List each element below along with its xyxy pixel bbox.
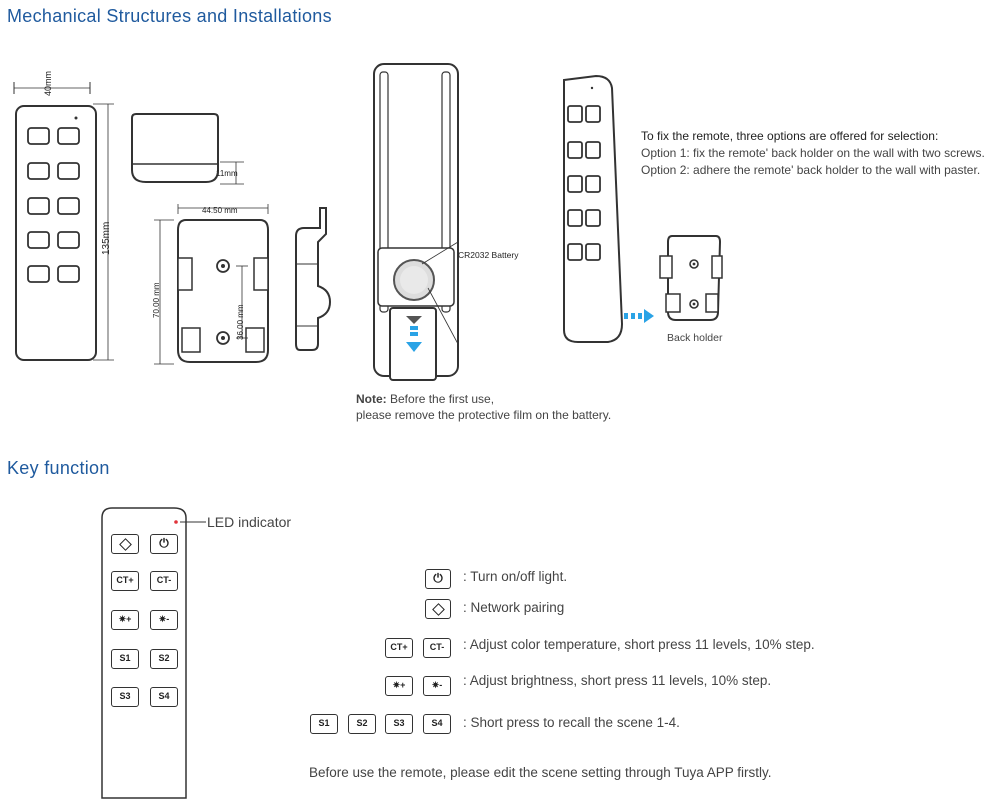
pair-icon xyxy=(431,603,445,616)
remote-s4-key[interactable]: S4 xyxy=(150,687,178,707)
dim-holder-width-label: 44.50 mm xyxy=(202,206,238,215)
brightness-up-icon: ✷+ xyxy=(392,680,406,690)
legend-pair-key xyxy=(425,599,451,619)
pair-icon xyxy=(118,538,132,551)
holder-front-dimension-drawing xyxy=(154,204,269,365)
remote-s1-key[interactable]: S1 xyxy=(111,649,139,669)
battery-insertion-drawing xyxy=(373,63,459,381)
holder-side-profile-drawing xyxy=(295,207,332,351)
legend-s3-key: S3 xyxy=(385,714,413,734)
remote-front-dimension-drawing xyxy=(13,82,114,361)
power-icon: ⏻ xyxy=(159,536,169,550)
legend-bright-minus-key: ✷- xyxy=(423,676,451,696)
remote-side-dimension-drawing xyxy=(131,113,244,185)
remote-bright-minus-key[interactable]: ✷- xyxy=(150,610,178,630)
remote-bright-plus-key[interactable]: ✷+ xyxy=(111,610,139,630)
fix-option1: Option 1: fix the remote' back holder on… xyxy=(641,146,985,160)
arrow-to-holder-icon xyxy=(624,309,654,323)
note-line1: Note: Before the first use, xyxy=(356,392,494,406)
dim-holder-height-label: 70.00 mm xyxy=(152,282,161,318)
led-indicator-label: LED indicator xyxy=(207,514,292,530)
fix-option2: Option 2: adhere the remote' back holder… xyxy=(641,163,981,177)
dim-height-label: 135mm xyxy=(101,221,112,255)
legend-ct-minus-key: CT- xyxy=(423,638,451,658)
fix-title: To fix the remote, three options are off… xyxy=(641,129,939,143)
legend-ct-plus-key: CT+ xyxy=(385,638,413,658)
dim-screw-spacing-label: 36.00 mm xyxy=(236,304,245,340)
remote-pair-key[interactable] xyxy=(111,534,139,554)
legend-power-key: ⏻ xyxy=(425,569,451,589)
footer-note: Before use the remote, please edit the s… xyxy=(309,765,772,780)
legend-s1-key: S1 xyxy=(310,714,338,734)
note-bold: Note: xyxy=(356,392,387,406)
remote-s2-key[interactable]: S2 xyxy=(150,649,178,669)
remote-power-key[interactable]: ⏻ xyxy=(150,534,178,554)
function-desc-power: : Turn on/off light. xyxy=(463,569,568,584)
note-line2: please remove the protective film on the… xyxy=(356,408,612,422)
back-holder-label: Back holder xyxy=(667,332,723,344)
brightness-up-icon: ✷+ xyxy=(118,614,132,624)
section-title-mechanical: Mechanical Structures and Installations xyxy=(7,6,332,26)
dim-depth-label: 11mm xyxy=(216,169,238,178)
function-desc-brightness: : Adjust brightness, short press 11 leve… xyxy=(463,673,772,688)
back-holder-drawing xyxy=(659,235,723,321)
function-desc-pair: : Network pairing xyxy=(463,600,565,615)
power-icon: ⏻ xyxy=(433,571,443,585)
brightness-down-icon: ✷- xyxy=(158,614,170,624)
legend-s2-key: S2 xyxy=(348,714,376,734)
battery-label: CR2032 Battery xyxy=(458,250,519,260)
function-desc-scene: : Short press to recall the scene 1-4. xyxy=(463,715,680,730)
legend-bright-plus-key: ✷+ xyxy=(385,676,413,696)
remote-ct-plus-key[interactable]: CT+ xyxy=(111,571,139,591)
note-text-1: Before the first use, xyxy=(386,392,495,406)
remote-s3-key[interactable]: S3 xyxy=(111,687,139,707)
legend-s4-key: S4 xyxy=(423,714,451,734)
function-desc-ct: : Adjust color temperature, short press … xyxy=(463,637,815,652)
brightness-down-icon: ✷- xyxy=(431,680,443,690)
remote-angled-drawing xyxy=(563,74,624,343)
dim-width-label: 40mm xyxy=(43,70,53,96)
remote-ct-minus-key[interactable]: CT- xyxy=(150,571,178,591)
section-title-key-function: Key function xyxy=(7,458,110,478)
